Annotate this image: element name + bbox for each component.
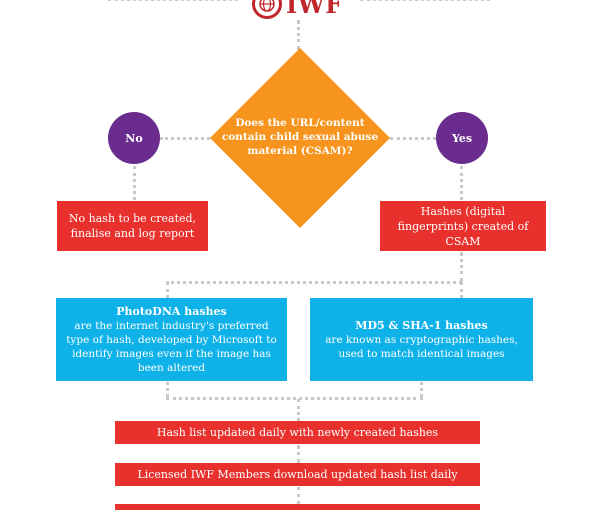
photodna-title: PhotoDNA hashes (116, 304, 227, 318)
connector-logo-diamond (297, 20, 300, 50)
connector-yes-result (460, 166, 463, 200)
header-rule-left (108, 0, 238, 1)
step-1-text: Hash list updated daily with newly creat… (156, 426, 439, 439)
no-result-text: No hash to be created, finalise and log … (68, 212, 197, 240)
connector-split-md5 (460, 282, 463, 298)
no-circle: No (108, 112, 160, 164)
step-bar-1: Hash list updated daily with newly creat… (115, 421, 480, 444)
split-line (166, 281, 462, 284)
merge-line (166, 397, 423, 400)
header-rule-right (360, 0, 490, 1)
iwf-logo: IWF (252, 0, 343, 19)
yes-result-box: Hashes (digital fingerprints) created of… (380, 201, 546, 251)
photodna-description: are the internet industry's preferred ty… (66, 319, 277, 374)
connector-merge-step1 (297, 399, 300, 421)
connector-step1-step2 (297, 445, 300, 463)
connector-step2-step3 (297, 487, 300, 504)
no-result-box: No hash to be created, finalise and log … (57, 201, 208, 251)
logo-wordmark: IWF (286, 0, 343, 19)
connector-no (160, 137, 210, 140)
step-bar-2: Licensed IWF Members download updated ha… (115, 463, 480, 486)
step-2-text: Licensed IWF Members download updated ha… (137, 468, 458, 481)
globe-icon (252, 0, 282, 19)
step-bar-3 (115, 504, 480, 510)
decision-question: Does the URL/content contain child sexua… (221, 117, 379, 157)
no-label: No (125, 131, 143, 145)
yes-circle: Yes (436, 112, 488, 164)
connector-yes (390, 137, 436, 140)
md5-sha1-description: are known as cryptographic hashes, used … (325, 333, 518, 360)
connector-yes-split (460, 252, 463, 282)
md5-sha1-title: MD5 & SHA-1 hashes (355, 318, 488, 332)
connector-no-result (133, 166, 136, 200)
connector-split-photodna (166, 282, 169, 298)
yes-label: Yes (451, 131, 473, 145)
md5-sha1-box: MD5 & SHA-1 hashes are known as cryptogr… (310, 298, 533, 381)
photodna-box: PhotoDNA hashes are the internet industr… (56, 298, 287, 381)
connector-md5-merge (420, 382, 423, 397)
decision-diamond (210, 48, 390, 228)
yes-result-text: Hashes (digital fingerprints) created of… (397, 204, 529, 248)
connector-photodna-merge (166, 382, 169, 397)
